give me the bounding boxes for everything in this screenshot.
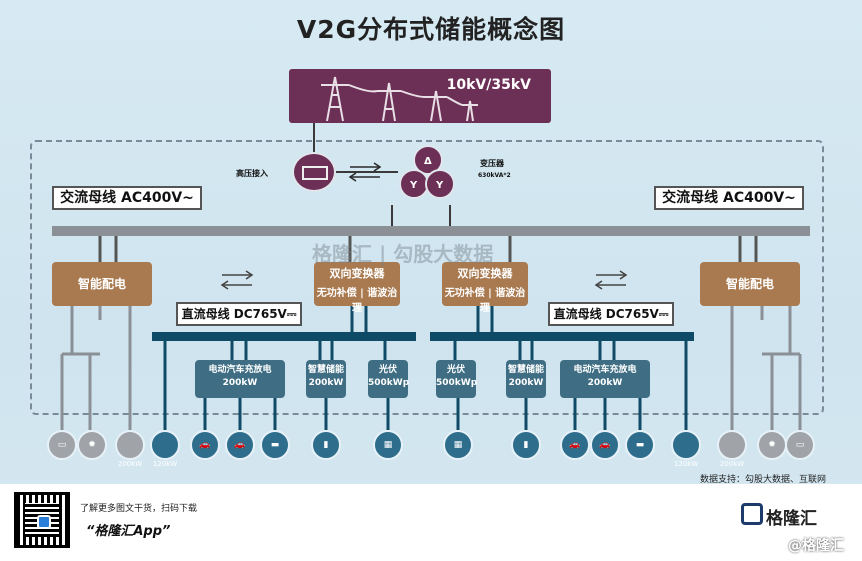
hv-inlet-label: 高压接入 [236, 169, 268, 178]
smart-distribution-left: 智能配电 [52, 262, 152, 306]
monitor-load-icon: ▭ [785, 430, 815, 460]
page-title: V2G分布式储能概念图 [296, 15, 566, 44]
converter-sub: 无功补偿 | 谐波治理 [444, 288, 526, 314]
transformer-spec: 630kVA*2 [478, 172, 511, 179]
dc-load-power: 120kW [152, 460, 178, 468]
pv-power: 500kWp [436, 378, 478, 388]
svg-text:Y: Y [435, 180, 444, 191]
solar-panel-icon: ▦ [373, 430, 403, 460]
ac-bus-label-right: 交流母线 AC400V~ [654, 186, 804, 210]
bidirectional-converter-left: 双向变换器 无功补偿 | 谐波治理 [314, 262, 400, 314]
ev-charger-power: 200kW [587, 378, 623, 388]
watermark: 格隆汇 | 勾股大数据 [312, 242, 494, 266]
pv-right: 光伏 500kWp [436, 360, 478, 398]
load-power: 200kW [117, 460, 143, 468]
svg-text:Δ: Δ [424, 156, 432, 167]
ac-bus-line [52, 226, 810, 236]
hv-inlet-icon [292, 152, 336, 192]
load-200kw-icon: 200kW [115, 430, 145, 468]
dc-bus-line-right [430, 332, 694, 341]
ev-charger-power: 200kW [222, 378, 258, 388]
footer-app: “格隆汇App” [86, 524, 171, 539]
ev-charger-label: 电动汽车充放电 [573, 365, 637, 375]
grid-box: 10kV/35kV [289, 69, 551, 123]
ev-car-icon: 🚗 [190, 430, 220, 460]
qr-code-icon [14, 492, 70, 548]
dc-load-power: 120kW [673, 460, 699, 468]
bidirectional-converter-right: 双向变换器 无功补偿 | 谐波治理 [442, 262, 528, 314]
ev-car-icon: 🚗 [590, 430, 620, 460]
storage-power: 200kW [508, 378, 544, 388]
battery-icon: ▮ [311, 430, 341, 460]
smart-storage-left: 智慧储能 200kW [306, 360, 346, 398]
brand-logo-icon [741, 503, 763, 525]
svg-text:Y: Y [409, 180, 418, 191]
storage-label: 智慧储能 [307, 365, 344, 375]
lamp-load-icon: ✹ [77, 430, 107, 460]
ev-car-icon: 🚗 [225, 430, 255, 460]
grid-voltage: 10kV/35kV [446, 77, 531, 93]
smart-distribution-right: 智能配电 [700, 262, 800, 306]
dc-load-120kw-icon: 120kW [671, 430, 701, 468]
transmission-towers-icon [321, 76, 478, 122]
monitor-load-icon: ▭ [47, 430, 77, 460]
smart-storage-right: 智慧储能 200kW [506, 360, 546, 398]
footer-text: 了解更多图文干货，扫码下载 [80, 504, 198, 514]
ev-charger-right: 电动汽车充放电 200kW [560, 360, 650, 398]
dc-bus-label-right: 直流母线 DC765V⎓ [548, 302, 674, 326]
pv-label: 光伏 [446, 365, 465, 375]
converter-label: 双向变换器 [329, 267, 385, 280]
footer [0, 484, 862, 561]
transformer-label: 变压器 [480, 159, 504, 168]
ev-charger-left: 电动汽车充放电 200kW [195, 360, 285, 398]
pv-left: 光伏 500kWp [368, 360, 410, 398]
ev-bus-icon: ▬ [260, 430, 290, 460]
system-boundary [30, 140, 824, 415]
lamp-load-icon: ✹ [757, 430, 787, 460]
pv-power: 500kWp [368, 378, 410, 388]
storage-label: 智慧储能 [507, 365, 544, 375]
load-200kw-icon: 200kW [717, 430, 747, 468]
solar-panel-icon: ▦ [443, 430, 473, 460]
pv-label: 光伏 [378, 365, 397, 375]
ev-car-icon: 🚗 [560, 430, 590, 460]
converter-label: 双向变换器 [457, 267, 513, 280]
ac-bus-label-left: 交流母线 AC400V~ [52, 186, 202, 210]
brand-name: 格隆汇 [766, 509, 817, 529]
storage-power: 200kW [308, 378, 344, 388]
data-source: 数据支持：勾股大数据、互联网 [700, 475, 827, 485]
ev-charger-label: 电动汽车充放电 [208, 365, 272, 375]
ev-bus-icon: ▬ [625, 430, 655, 460]
dc-load-120kw-icon: 120kW [150, 430, 180, 468]
brand-watermark: @格隆汇 [788, 538, 844, 554]
load-power: 200kW [719, 460, 745, 468]
converter-sub: 无功补偿 | 谐波治理 [316, 288, 398, 314]
battery-icon: ▮ [511, 430, 541, 460]
dc-bus-line-left [152, 332, 416, 341]
dc-bus-label-left: 直流母线 DC765V⎓ [176, 302, 302, 326]
